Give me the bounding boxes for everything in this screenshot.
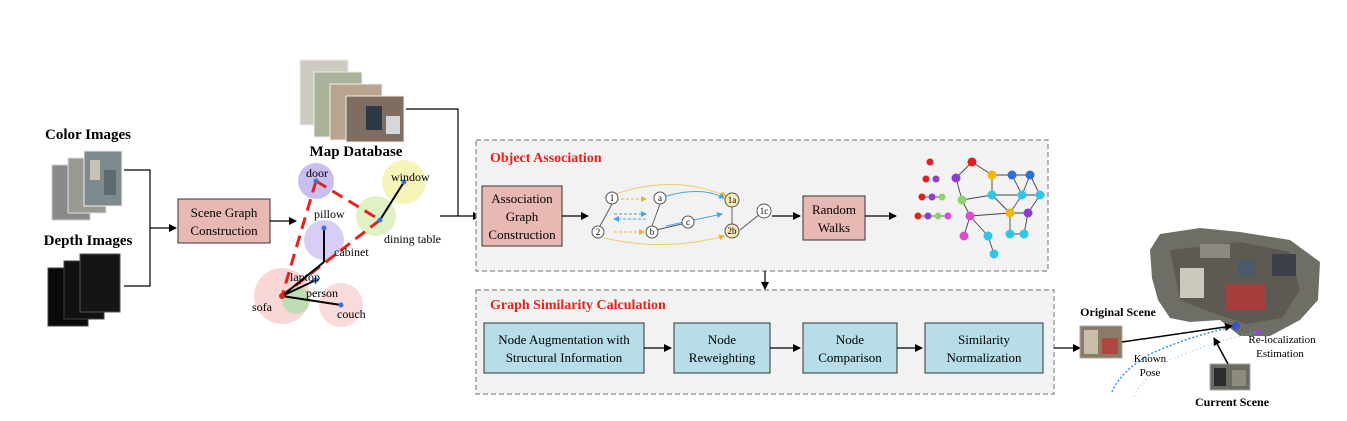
relocalization-line2: Estimation bbox=[1256, 348, 1304, 360]
original-scene-thumbnail bbox=[1079, 325, 1123, 359]
graph-similarity-title: Graph Similarity Calculation bbox=[490, 298, 666, 313]
node-door: door bbox=[306, 166, 328, 180]
relocalization-arrow bbox=[1213, 337, 1229, 365]
node-person: person bbox=[306, 286, 338, 300]
random-walks-line1: Random bbox=[812, 202, 856, 217]
input-bracket-line bbox=[124, 169, 151, 287]
depth-images-stack bbox=[47, 253, 121, 327]
association-box-line3: Construction bbox=[488, 227, 556, 242]
map-db-connector bbox=[406, 108, 459, 216]
assoc-node-b: b bbox=[650, 227, 655, 237]
association-graph-box bbox=[481, 185, 563, 247]
known-pose-arrow bbox=[1121, 323, 1233, 343]
random-walks-box bbox=[802, 195, 866, 241]
node-comparison-box bbox=[802, 322, 898, 374]
scene-graph bbox=[254, 160, 426, 327]
random-walk-graph bbox=[914, 157, 1045, 259]
step3-line2: Comparison bbox=[818, 350, 882, 365]
color-images-label: Color Images bbox=[45, 127, 131, 143]
original-scene-label: Original Scene bbox=[1080, 305, 1156, 319]
current-scene-thumbnail bbox=[1209, 363, 1251, 391]
similarity-normalization-box bbox=[924, 322, 1044, 374]
assoc-node-2b: 2b bbox=[728, 226, 738, 236]
depth-images-label: Depth Images bbox=[44, 233, 133, 249]
node-window: window bbox=[391, 170, 430, 184]
assoc-node-a: a bbox=[658, 193, 662, 203]
step4-line2: Normalization bbox=[946, 350, 1022, 365]
assoc-node-1: 1 bbox=[610, 193, 615, 203]
known-pose-line1: Known bbox=[1134, 353, 1167, 365]
reconstruction-point-cloud bbox=[1150, 228, 1320, 336]
object-association-title: Object Association bbox=[490, 151, 602, 166]
node-cabinet: cabinet bbox=[334, 245, 369, 259]
random-walks-line2: Walks bbox=[818, 220, 850, 235]
relocalization-line1: Re-localization bbox=[1248, 334, 1316, 346]
scene-graph-box-line1: Scene Graph bbox=[191, 205, 258, 220]
node-laptop: laptop bbox=[290, 270, 320, 284]
trajectory bbox=[1111, 322, 1261, 397]
node-couch: couch bbox=[337, 307, 366, 321]
map-database-label: Map Database bbox=[310, 144, 403, 160]
assoc-node-c: c bbox=[686, 217, 690, 227]
assoc-node-1a: 1a bbox=[728, 195, 737, 205]
step2-line2: Reweighting bbox=[689, 350, 756, 365]
known-pose-line2: Pose bbox=[1140, 367, 1161, 379]
current-scene-label: Current Scene bbox=[1195, 395, 1270, 409]
assoc-node-2: 2 bbox=[596, 227, 601, 237]
node-augmentation-box bbox=[483, 322, 645, 374]
step1-line2: Structural Information bbox=[506, 350, 623, 365]
step4-line1: Similarity bbox=[958, 332, 1011, 347]
step2-line1: Node bbox=[708, 332, 736, 347]
association-box-line2: Graph bbox=[506, 209, 539, 224]
step1-line1: Node Augmentation with bbox=[498, 332, 630, 347]
node-sofa: sofa bbox=[252, 300, 273, 314]
color-images-stack bbox=[51, 150, 123, 221]
node-reweighting-box bbox=[673, 322, 771, 374]
map-database-stack bbox=[299, 59, 405, 143]
scene-graph-box-line2: Construction bbox=[190, 223, 258, 238]
node-pillow: pillow bbox=[314, 207, 345, 221]
node-dining-table: dining table bbox=[384, 232, 441, 246]
step3-line1: Node bbox=[836, 332, 864, 347]
association-graph bbox=[591, 184, 772, 245]
assoc-node-1c: 1c bbox=[760, 206, 769, 216]
association-box-line1: Association bbox=[491, 191, 553, 206]
